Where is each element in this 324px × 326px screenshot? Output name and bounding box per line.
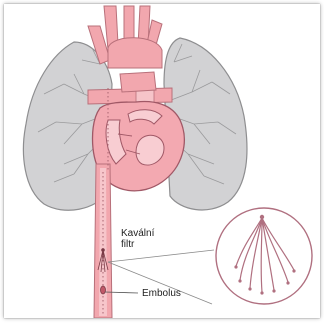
- caval-filter-label: Kavální filtr: [121, 228, 161, 250]
- great-vessels: [88, 6, 162, 68]
- embolus-label: Embolus: [142, 288, 181, 299]
- diagram-frame: Kavální filtr Embolus: [4, 4, 320, 318]
- caval-filter-label-line2: filtr: [121, 239, 161, 250]
- caval-filter-label-line1: Kavální: [121, 228, 161, 239]
- embolus: [101, 286, 106, 294]
- cardiopulmonary-illustration: [4, 4, 320, 318]
